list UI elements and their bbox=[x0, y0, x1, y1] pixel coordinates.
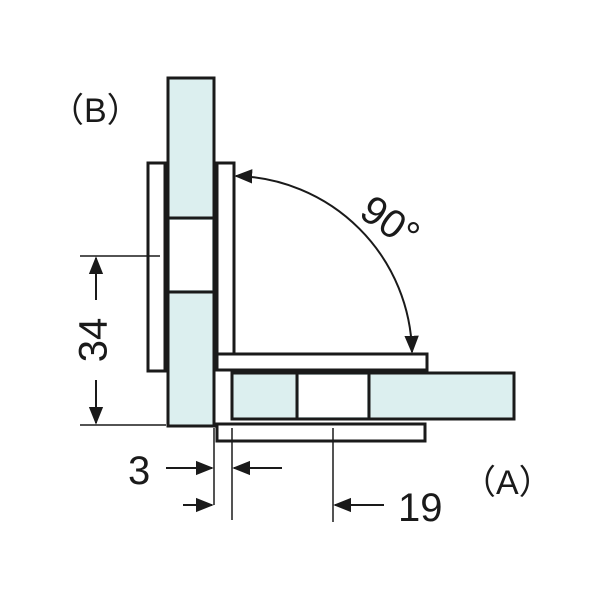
label-offset-19: 19 bbox=[398, 486, 443, 530]
dimension-3 bbox=[166, 428, 282, 520]
dimension-34 bbox=[80, 255, 166, 426]
dimension-19 bbox=[183, 428, 384, 522]
clamp-plate-b-inner bbox=[215, 161, 236, 372]
clamp-plate-a-top bbox=[215, 352, 429, 372]
label-height-34: 34 bbox=[72, 318, 116, 363]
clamp-plate-b-outer bbox=[146, 161, 167, 373]
label-part-b: （B） bbox=[50, 92, 141, 130]
label-part-a: （A） bbox=[462, 464, 553, 502]
angle-arc bbox=[234, 169, 419, 354]
label-gap-3: 3 bbox=[128, 449, 150, 493]
glass-panel-b bbox=[166, 76, 216, 428]
clamp-plate-a-bottom bbox=[215, 422, 427, 443]
label-angle: 90° bbox=[352, 187, 427, 258]
glass-panel-a bbox=[230, 371, 516, 421]
